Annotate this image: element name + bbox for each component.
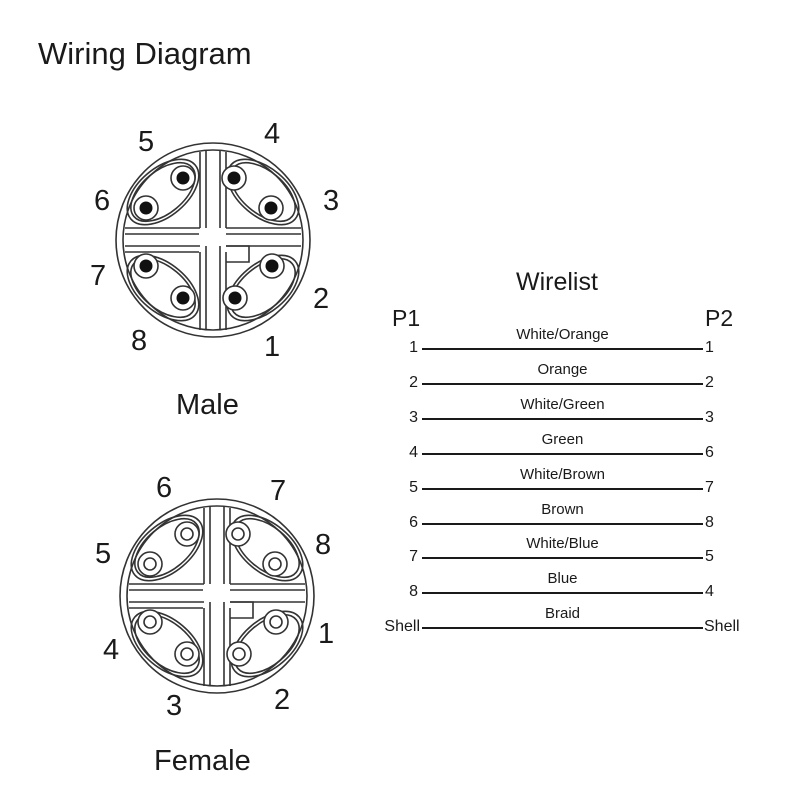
coding-notch [226,245,250,263]
socket-4 [143,615,157,629]
female-pin-label-7: 7 [270,475,287,507]
male-pin-label-2: 2 [313,283,330,315]
female-pin-label-8: 8 [315,529,332,561]
p1-pin: 7 [409,548,418,566]
wirelist-row: 4 Green 6 [0,431,800,471]
inner-ring [122,149,304,331]
p1-pin: 2 [409,373,418,391]
p1-pin: 5 [409,478,418,496]
p2-header: P2 [705,305,734,331]
socket-1 [269,615,283,629]
p1-pin: 1 [409,339,418,356]
pin-pair-tl [126,158,200,226]
socket-2 [232,647,246,661]
p2-pin: 5 [705,548,714,566]
female-pin-label-4: 4 [103,634,120,666]
p2-pin: 4 [705,583,714,601]
male-pin-label-5: 5 [138,126,155,158]
male-pin-label-6: 6 [94,185,111,217]
wire-color: Braid [544,605,581,623]
socket-3 [180,647,194,661]
wire-color: White/Brown [519,465,606,483]
p1-pin: Shell [384,618,420,636]
male-pin-label-1: 1 [264,331,281,363]
wire-color: White/Green [520,395,605,413]
p2-pin: 3 [705,408,714,426]
wirelist-row: 2 Orange 2 [0,361,800,401]
p1-pin: 4 [409,443,418,461]
wirelist-row: 8 Blue 4 [0,570,800,610]
female-label: Female [154,745,251,777]
male-connector-face [115,142,311,338]
p2-pin: 7 [705,478,714,496]
socket-5 [143,557,157,571]
p1-header: P1 [392,305,421,331]
p2-pin: Shell [704,618,740,636]
outer-ring [115,142,311,338]
male-pin-label-4: 4 [264,118,281,150]
pin-1 [228,291,242,305]
wire-line [422,487,703,490]
female-pin-label-1: 1 [318,618,335,650]
wirelist-title: Wirelist [516,268,598,296]
female-pin-label-5: 5 [95,538,112,570]
pin-8 [176,291,190,305]
wire-line [422,348,703,350]
wirelist-row: 5 White/Brown 7 [0,466,800,506]
wirelist-row: 7 White/Blue 5 [0,535,800,575]
wire-color: Orange [537,360,588,378]
p2-pin: 6 [705,443,714,461]
wire-line [422,382,703,385]
wire-line [422,417,703,420]
wirelist-row: 3 White/Green 3 [0,396,800,436]
female-pin-label-2: 2 [274,684,291,716]
male-pin-label-3: 3 [323,185,340,217]
male-label: Male [176,389,239,421]
p2-pin: 2 [705,373,714,391]
key-vertical-top [199,150,227,228]
wire-color: Green [541,430,584,448]
pin-6 [139,201,153,215]
wire-line [422,452,703,455]
wire-line [422,627,703,630]
wirelist-row: 6 Brown 8 [0,501,800,541]
wire-line [422,557,703,560]
pin-pair-tr [226,158,300,226]
male-pin-label-8: 8 [131,325,148,357]
female-pin-label-3: 3 [166,690,183,722]
p2-pin: 1 [705,339,714,356]
key-horizontal [125,227,301,253]
socket-7 [231,527,245,541]
key-vertical-bottom [199,246,227,330]
male-pin-label-7: 7 [90,260,107,292]
female-pin-label-6: 6 [156,472,173,504]
page-title: Wiring Diagram [38,36,252,71]
coding-notch [230,601,254,619]
wire-color: White/Orange [516,326,609,343]
pin-pair-bl [126,254,200,322]
wire-line [422,522,703,525]
socket-6 [180,527,194,541]
pin-5 [176,171,190,185]
p1-pin: 8 [409,583,418,601]
wire-line [422,592,703,595]
wire-color: Brown [541,500,584,518]
pin-4 [227,171,241,185]
pin-3 [264,201,278,215]
wire-color: Blue [547,570,578,588]
pin-7 [139,259,153,273]
p1-pin: 6 [409,513,418,531]
pin-pair-br [226,254,300,322]
pin-2 [265,259,279,273]
female-connector-face [119,498,315,694]
wirelist-row: 1 White/Orange 1 [0,326,800,366]
p1-pin: 3 [409,408,418,426]
socket-8 [268,557,282,571]
p2-pin: 8 [705,513,714,531]
wire-color: White/Blue [526,535,599,553]
